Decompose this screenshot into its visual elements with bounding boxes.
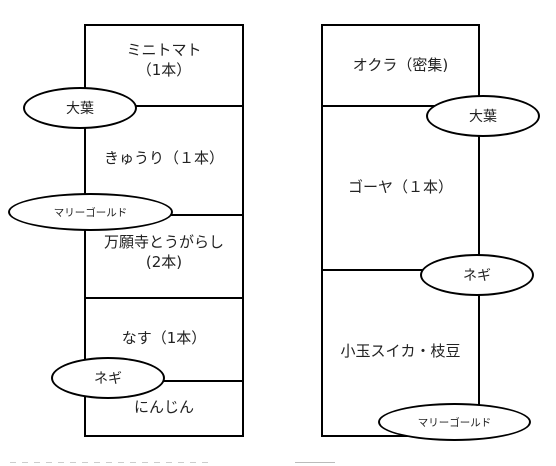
- left-section-2-label: きゅうり（１本）: [86, 148, 242, 168]
- right-companion-oba: 大葉: [426, 95, 540, 137]
- right-companion-marigold-label: マリーゴールド: [417, 416, 492, 429]
- right-companion-negi-label: ネギ: [463, 268, 491, 284]
- right-section-3-line1: 小玉スイカ・枝豆: [340, 342, 461, 360]
- left-section-4-label: なす（1本）: [86, 328, 242, 348]
- right-section-1-label: オクラ（密集): [323, 55, 478, 75]
- left-companion-negi-label: ネギ: [94, 371, 122, 387]
- left-section-1-line1: ミニトマト: [126, 41, 202, 59]
- left-section-3-line2: (2本): [145, 253, 183, 272]
- right-companion-negi: ネギ: [420, 254, 534, 296]
- left-section-4-line1: なす（1本）: [121, 329, 207, 347]
- left-section-5-line1: にんじん: [133, 398, 194, 416]
- left-companion-marigold: マリーゴールド: [8, 193, 173, 231]
- right-section-3-label: 小玉スイカ・枝豆: [323, 341, 478, 361]
- right-section-2-line1: ゴーヤ（１本）: [347, 178, 453, 196]
- right-divider-1: [321, 105, 480, 107]
- right-section-2-label: ゴーヤ（１本）: [323, 177, 478, 197]
- left-section-1-label: ミニトマト （1本）: [86, 40, 242, 81]
- left-companion-marigold-label: マリーゴールド: [53, 206, 128, 219]
- left-section-1-line2: （1本）: [136, 61, 192, 80]
- right-bed: [321, 24, 480, 437]
- left-section-3-line1: 万願寺とうがらし: [103, 233, 224, 251]
- left-divider-4: [164, 380, 244, 382]
- right-companion-marigold: マリーゴールド: [378, 403, 531, 441]
- left-companion-oba: 大葉: [23, 87, 137, 129]
- bottom-edge-mark-left: [10, 462, 210, 463]
- left-companion-oba-label: 大葉: [66, 101, 94, 117]
- right-section-1-line1: オクラ（密集): [352, 56, 449, 74]
- left-companion-negi: ネギ: [51, 357, 165, 399]
- left-section-3-label: 万願寺とうがらし (2本): [86, 232, 242, 273]
- right-companion-oba-label: 大葉: [469, 109, 497, 125]
- right-divider-2: [321, 269, 480, 271]
- left-divider-3: [84, 297, 244, 299]
- bottom-edge-mark-right: [295, 462, 335, 463]
- left-divider-1: [84, 105, 244, 107]
- left-section-2-line1: きゅうり（１本）: [103, 149, 224, 167]
- left-section-5-label: にんじん: [86, 397, 242, 417]
